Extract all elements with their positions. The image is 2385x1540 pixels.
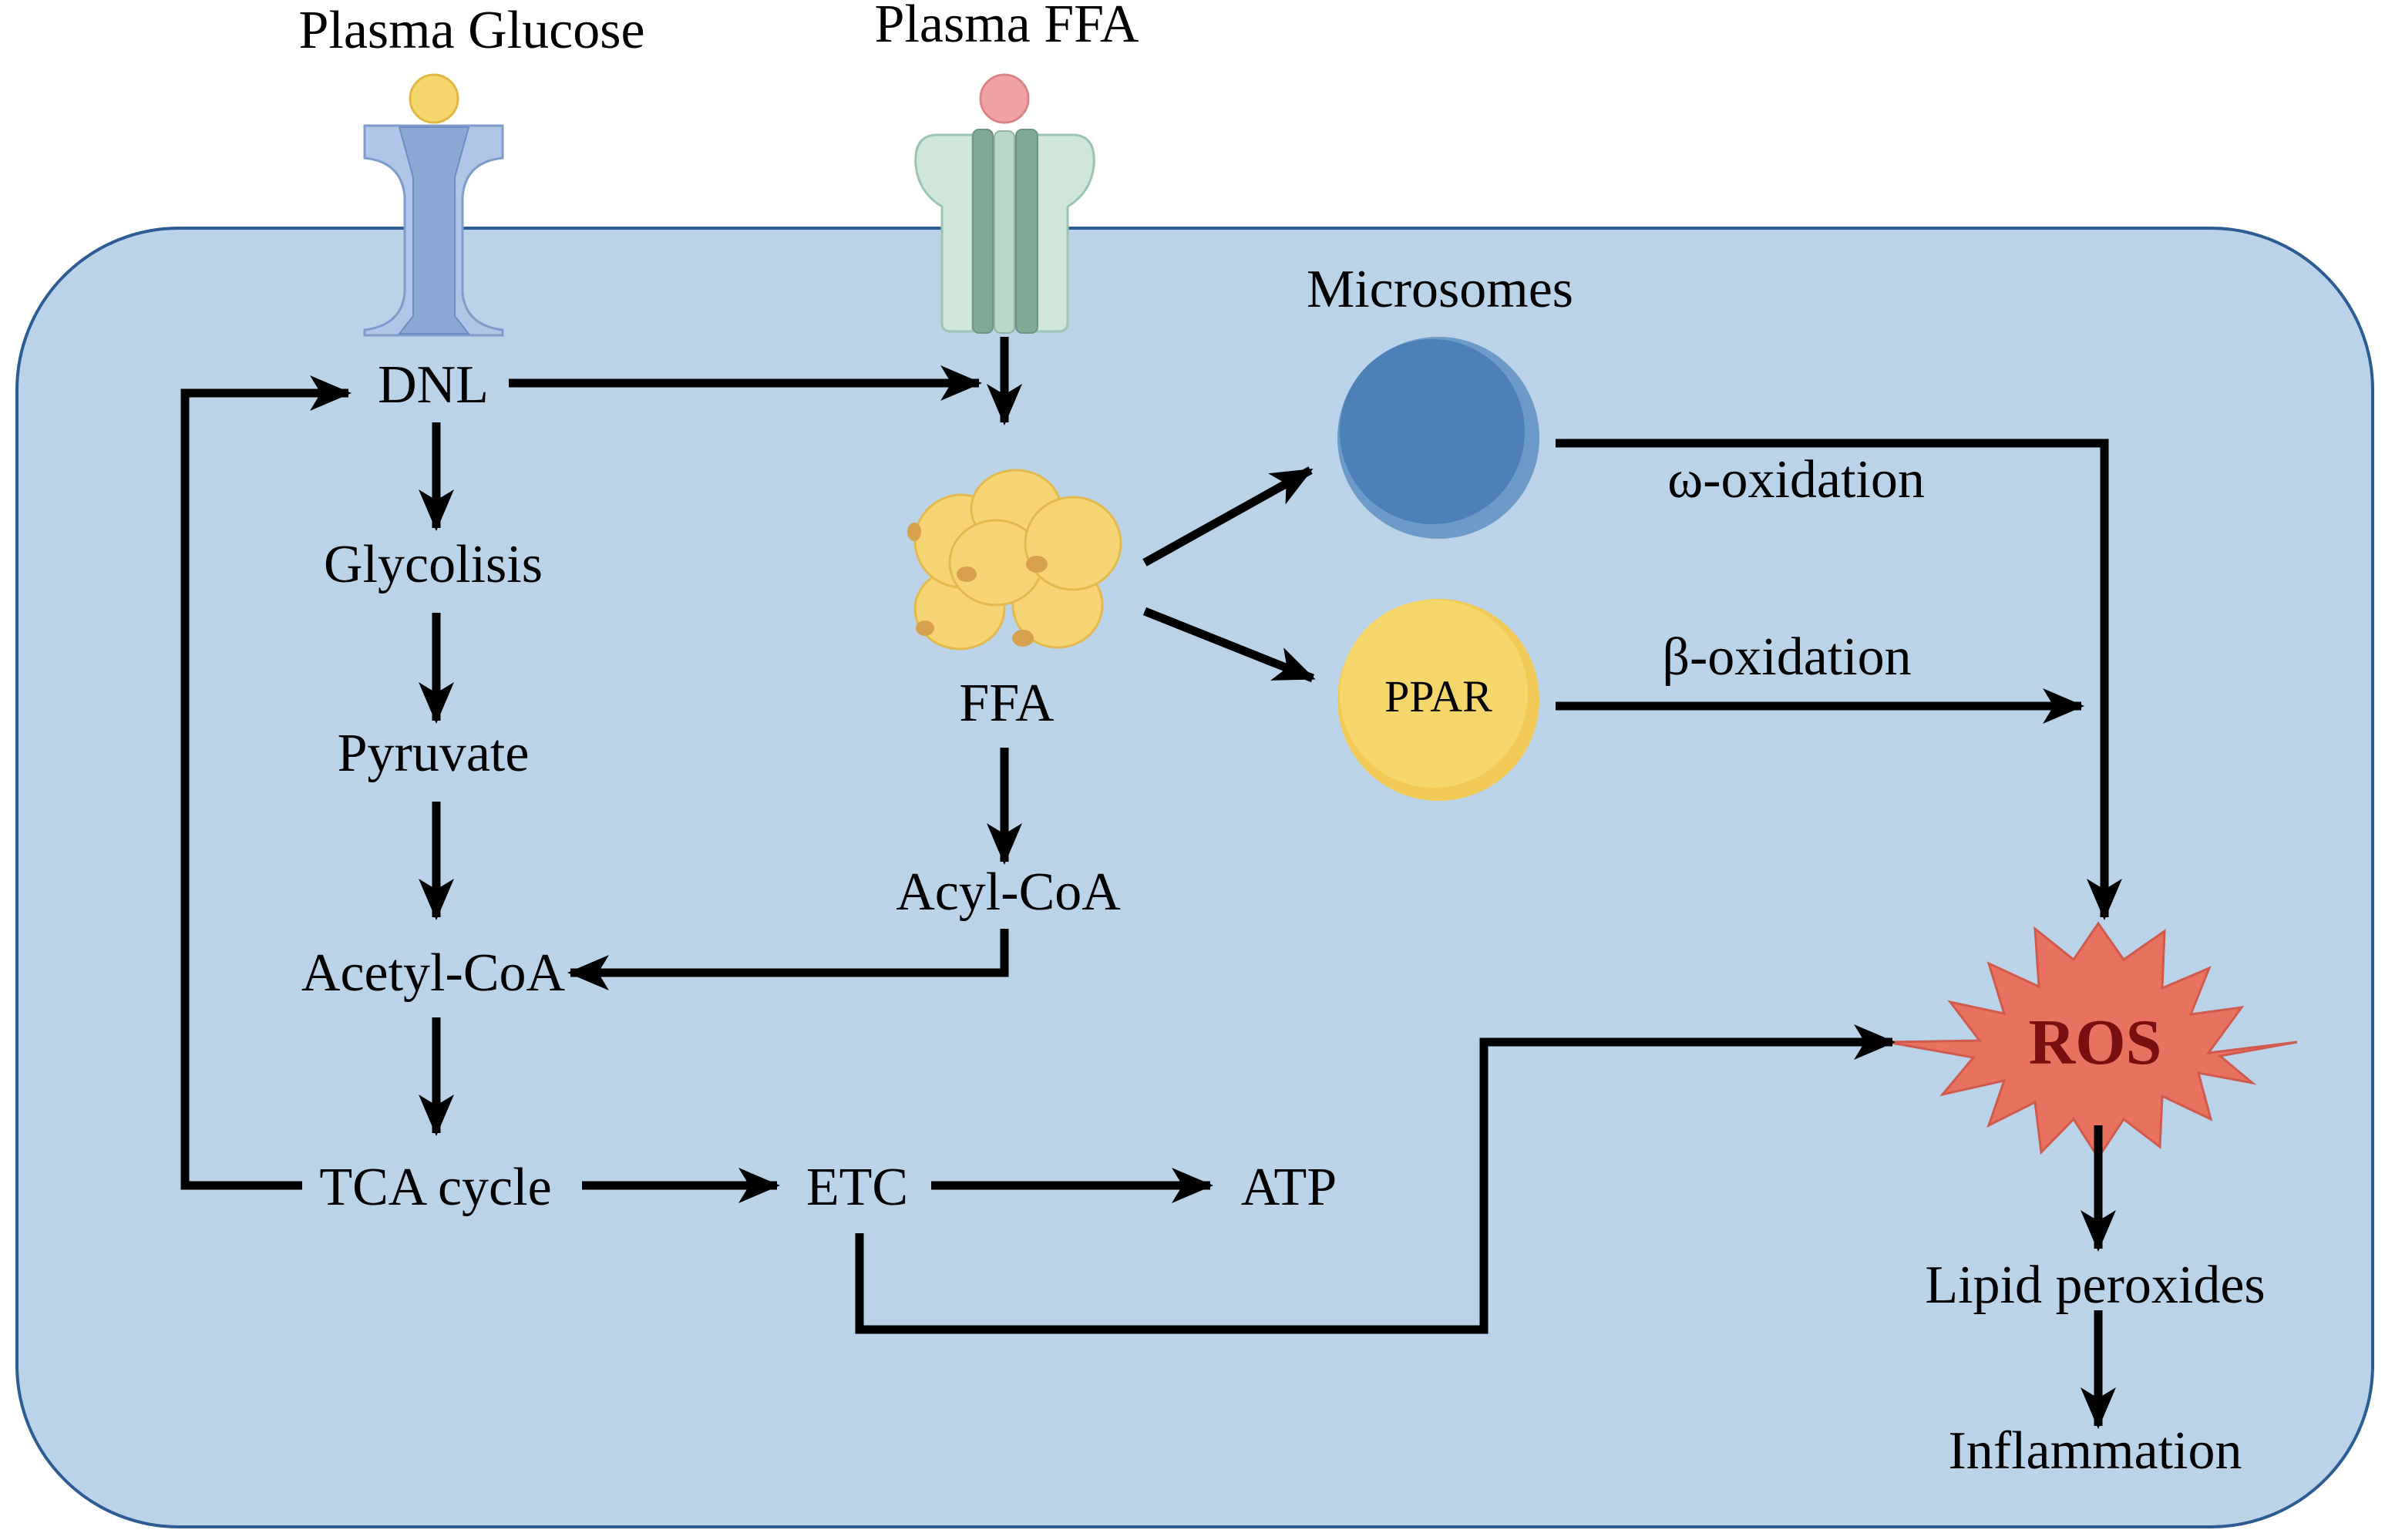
plasma-ffa-label: Plasma FFA: [875, 0, 1139, 54]
microsome-icon: [1337, 337, 1539, 539]
ffa-transporter-icon: [914, 73, 1095, 334]
plasma-glucose-label: Plasma Glucose: [298, 1, 644, 60]
acyl-coa-label: Acyl-CoA: [896, 862, 1121, 922]
ppar-label: PPAR: [1384, 671, 1492, 721]
inflammation-label: Inflammation: [1948, 1421, 2242, 1481]
tca-cycle-label: TCA cycle: [319, 1158, 551, 1217]
beta-oxidation-label: β-oxidation: [1662, 627, 1911, 687]
arrow-microsomes-to-ros: [1556, 439, 2122, 920]
arrow-ffa-to-ppar: [1142, 607, 1316, 683]
pyruvate-label: Pyruvate: [338, 724, 530, 783]
microsomes-label: Microsomes: [1307, 260, 1573, 319]
acetyl-coa-label: Acetyl-CoA: [301, 943, 566, 1003]
arrow-acyl-coa-to-acetyl-coa: [567, 929, 1009, 990]
etc-label: ETC: [806, 1158, 908, 1217]
ros-label: ROS: [2029, 1007, 2162, 1078]
glycolisis-label: Glycolisis: [324, 535, 543, 594]
cell-membrane: [15, 227, 2374, 1528]
ppar-icon: [1337, 599, 1539, 801]
atp-label: ATP: [1241, 1158, 1337, 1217]
arrow-etc-to-ros: [855, 1024, 1896, 1334]
glucose-molecule-icon: [409, 73, 459, 124]
omega-oxidation-label: ω-oxidation: [1667, 450, 1925, 509]
arrow-ffa-to-microsomes: [1142, 466, 1314, 567]
arrow-tca-to-dnl-loop: [180, 375, 352, 1190]
ffa-label: FFA: [959, 674, 1055, 733]
glucose-transporter-icon: [363, 73, 504, 337]
arrows: [180, 337, 2122, 1429]
ffa-molecule-icon: [979, 73, 1030, 124]
lipid-peroxides-label: Lipid peroxides: [1925, 1256, 2265, 1315]
dnl-label: DNL: [378, 355, 489, 415]
lipid-droplet-icon: [907, 469, 1122, 651]
